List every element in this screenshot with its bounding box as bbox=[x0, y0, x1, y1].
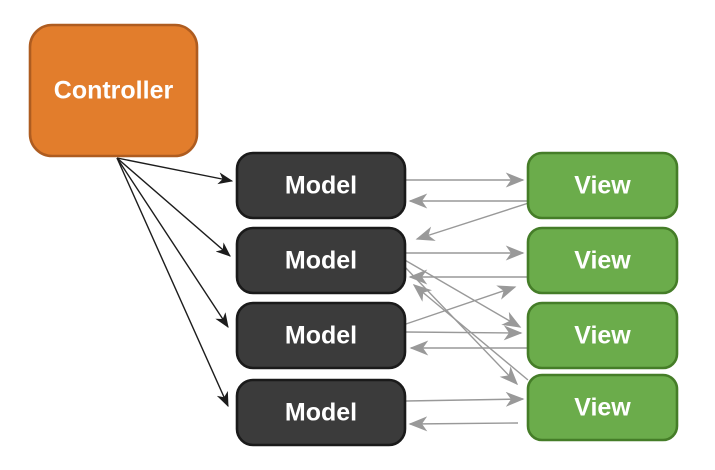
node-model-3-box bbox=[235, 301, 407, 370]
node-view-2-box bbox=[526, 226, 679, 295]
node-view-1-box bbox=[526, 151, 679, 220]
node-controller-label: Controller bbox=[54, 77, 174, 105]
arrow-model-4-to-view-4 bbox=[405, 391, 525, 407]
node-model-2-box bbox=[235, 226, 407, 295]
arrow-model-2-to-view-3 bbox=[402, 258, 522, 328]
arrow-controller-to-model-2 bbox=[116, 157, 231, 257]
node-view-3: View bbox=[526, 301, 679, 370]
node-controller-box bbox=[28, 23, 199, 158]
node-model-2: Model bbox=[235, 226, 407, 295]
arrow-model-3-to-view-3 bbox=[405, 325, 523, 341]
node-model-3: Model bbox=[235, 301, 407, 370]
arrow-model-3-to-view-2 bbox=[402, 285, 517, 326]
node-view-4-label: View bbox=[574, 394, 631, 422]
node-controller: Controller bbox=[28, 23, 199, 158]
node-view-1: View bbox=[526, 151, 679, 220]
node-view-2: View bbox=[526, 226, 679, 295]
node-model-3-label: Model bbox=[285, 322, 357, 350]
edges-layer bbox=[116, 157, 539, 432]
node-view-3-box bbox=[526, 301, 679, 370]
node-view-2-label: View bbox=[574, 247, 631, 275]
arrow-view-1-to-model-2 bbox=[415, 199, 539, 241]
arrow-view-4-to-model-4 bbox=[408, 416, 519, 432]
node-model-4-label: Model bbox=[285, 399, 357, 427]
node-model-1-label: Model bbox=[285, 172, 357, 200]
arrow-controller-to-model-4 bbox=[116, 157, 229, 408]
node-view-1-label: View bbox=[574, 172, 631, 200]
arrow-view-4-to-model-2 bbox=[412, 284, 529, 381]
node-model-2-label: Model bbox=[285, 247, 357, 275]
node-view-4-box bbox=[526, 373, 679, 442]
node-model-1: Model bbox=[235, 151, 407, 220]
nodes-layer: ControllerModelModelModelModelViewViewVi… bbox=[28, 23, 679, 447]
arrow-controller-to-model-3 bbox=[116, 157, 229, 329]
arrow-controller-to-model-1 bbox=[116, 157, 234, 185]
node-model-4-box bbox=[235, 378, 407, 447]
node-model-1-box bbox=[235, 151, 407, 220]
node-view-4: View bbox=[526, 373, 679, 442]
node-model-4: Model bbox=[235, 378, 407, 447]
node-view-3-label: View bbox=[574, 322, 631, 350]
